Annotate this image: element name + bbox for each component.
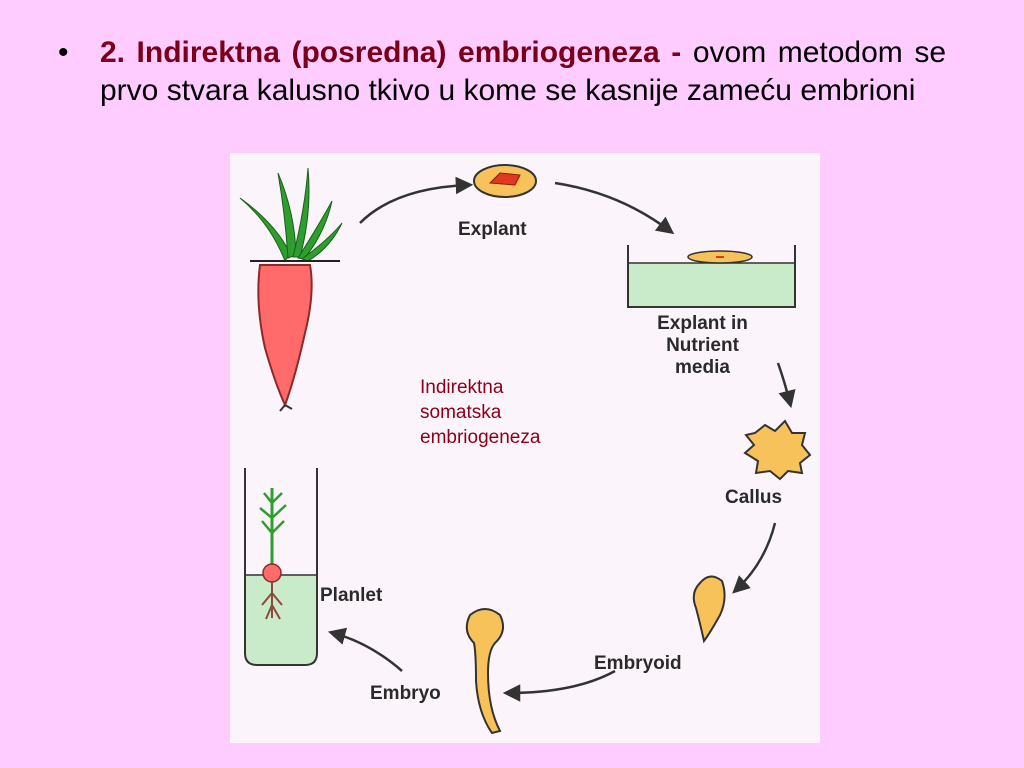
- arrow-embryo-to-planlet: [327, 627, 403, 672]
- bullet-body: ovom metodom se prvo stvara kalusno tkiv…: [100, 36, 946, 107]
- label-explant: Explant: [458, 219, 527, 240]
- bullet-point: • 2. Indirektna (posredna) embriogeneza …: [58, 34, 946, 110]
- label-media: media: [675, 357, 730, 378]
- arrow-embryoid-to-embryo: [502, 669, 616, 702]
- arrow-explant-to-nutrient: [554, 181, 675, 235]
- caption-line-2: somatska: [420, 402, 502, 423]
- center-caption: Indirektna somatska embriogeneza: [420, 375, 620, 450]
- label-embryo: Embryo: [370, 683, 441, 704]
- embryo-icon: [465, 608, 505, 735]
- label-planlet: Planlet: [320, 585, 383, 606]
- test-tube-icon: [244, 468, 318, 666]
- arrow-callus-to-embryoid: [732, 522, 777, 594]
- diagram-graphics: [239, 164, 812, 735]
- caption-line-3: embriogeneza: [420, 427, 541, 448]
- label-callus: Callus: [725, 487, 783, 508]
- label-explant-in: Explant in: [657, 313, 748, 334]
- explant-icon: [473, 164, 537, 198]
- embryogenesis-diagram: Explant Explant in Nutrient media Callus…: [230, 153, 820, 743]
- arrow-carrot-to-explant: [359, 176, 474, 224]
- label-explant-in-nutrient-media: Explant in Nutrient media: [635, 313, 770, 379]
- nutrient-dish-icon: [627, 245, 796, 308]
- callus-icon: [743, 419, 812, 481]
- label-embryoid: Embryoid: [594, 653, 682, 674]
- caption-line-1: Indirektna: [420, 377, 504, 398]
- plantlet-icon: [259, 488, 287, 620]
- label-nutrient: Nutrient: [666, 335, 739, 356]
- bullet-text: 2. Indirektna (posredna) embriogeneza - …: [100, 34, 946, 110]
- bullet-heading: 2. Indirektna (posredna) embriogeneza -: [100, 36, 682, 69]
- embryoid-icon: [692, 575, 726, 644]
- carrot-icon: [239, 167, 343, 412]
- bullet-marker: •: [58, 36, 69, 69]
- arrow-nutrient-to-callus: [776, 362, 796, 409]
